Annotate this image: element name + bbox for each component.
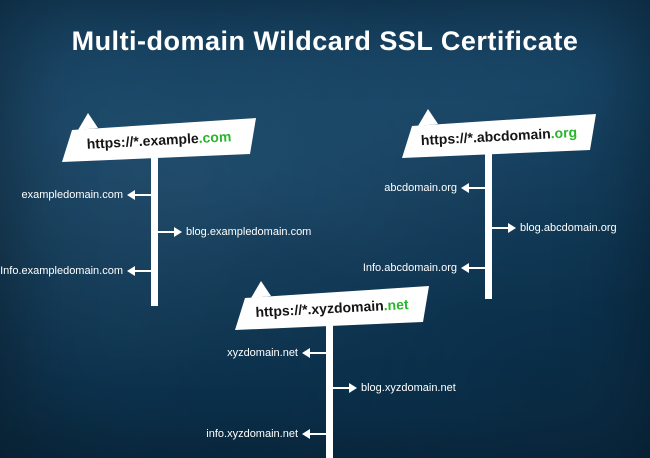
arrow-line bbox=[333, 387, 349, 389]
arrow bbox=[127, 266, 151, 276]
subdomain-item: exampledomain.com bbox=[18, 189, 151, 201]
subdomain-label: abcdomain.org bbox=[384, 182, 457, 194]
arrowhead-left-icon bbox=[461, 263, 469, 273]
subdomain-label: blog.abcdomain.org bbox=[520, 222, 617, 234]
arrowhead-left-icon bbox=[127, 266, 135, 276]
arrow bbox=[461, 263, 485, 273]
ribbon-banner-icon bbox=[235, 281, 429, 330]
signpost-abcdomain-org: abcdomain.org blog.abcdomain.org Info.ab… bbox=[358, 104, 650, 309]
subdomain-item: Info.exampledomain.com bbox=[0, 265, 151, 277]
arrow-line bbox=[135, 270, 151, 272]
subdomain-item: blog.xyzdomain.net bbox=[333, 382, 460, 394]
signpost-pole bbox=[485, 144, 492, 299]
arrow bbox=[158, 227, 182, 237]
signpost-pole bbox=[326, 316, 333, 458]
subdomain-label: info.xyzdomain.net bbox=[206, 428, 298, 440]
subdomain-item: xyzdomain.net bbox=[223, 347, 326, 359]
arrow bbox=[461, 183, 485, 193]
ribbon-banner-icon bbox=[402, 109, 596, 158]
signpost-banner: https://*.xyzdomain.net bbox=[233, 278, 431, 338]
arrow bbox=[492, 223, 516, 233]
arrow-line bbox=[492, 227, 508, 229]
subdomain-item: blog.abcdomain.org bbox=[492, 222, 621, 234]
arrow bbox=[127, 190, 151, 200]
subdomain-label: blog.xyzdomain.net bbox=[361, 382, 456, 394]
banner-tld: .com bbox=[198, 128, 232, 146]
arrowhead-left-icon bbox=[127, 190, 135, 200]
subdomain-item: blog.exampledomain.com bbox=[158, 226, 315, 238]
arrowhead-left-icon bbox=[302, 429, 310, 439]
arrow-line bbox=[310, 352, 326, 354]
ribbon-banner-icon bbox=[62, 113, 256, 162]
arrow-line bbox=[469, 187, 485, 189]
signpost-xyzdomain-net: xyzdomain.net blog.xyzdomain.net info.xy… bbox=[118, 276, 542, 458]
arrowhead-right-icon bbox=[508, 223, 516, 233]
subdomain-item: Info.abcdomain.org bbox=[359, 262, 485, 274]
banner-tld: .net bbox=[383, 296, 409, 314]
banner-domain: https://*.xyzdomain bbox=[255, 297, 385, 320]
subdomain-item: info.xyzdomain.net bbox=[202, 428, 326, 440]
subdomain-label: exampledomain.com bbox=[21, 189, 124, 201]
arrow bbox=[333, 383, 357, 393]
subdomain-label: blog.exampledomain.com bbox=[186, 226, 312, 238]
subdomain-label: Info.exampledomain.com bbox=[0, 265, 123, 277]
arrow bbox=[302, 348, 326, 358]
arrow-line bbox=[469, 267, 485, 269]
subdomain-label: xyzdomain.net bbox=[227, 347, 298, 359]
banner-domain: https://*.example bbox=[86, 129, 200, 152]
signpost-pole bbox=[151, 148, 158, 306]
arrow-line bbox=[310, 433, 326, 435]
subdomain-item: abcdomain.org bbox=[380, 182, 485, 194]
subdomain-label: Info.abcdomain.org bbox=[362, 262, 457, 274]
arrow bbox=[302, 429, 326, 439]
page-title: Multi-domain Wildcard SSL Certificate bbox=[71, 26, 579, 56]
arrow-line bbox=[158, 231, 174, 233]
signpost-banner: https://*.example.com bbox=[60, 110, 258, 170]
arrow-line bbox=[135, 194, 151, 196]
signpost-banner: https://*.abcdomain.org bbox=[400, 106, 598, 166]
arrowhead-left-icon bbox=[461, 183, 469, 193]
banner-domain: https://*.abcdomain bbox=[420, 125, 552, 149]
arrowhead-left-icon bbox=[302, 348, 310, 358]
signpost-example-com: exampledomain.com blog.exampledomain.com… bbox=[0, 108, 330, 313]
arrowhead-right-icon bbox=[174, 227, 182, 237]
banner-tld: .org bbox=[550, 123, 578, 142]
arrowhead-right-icon bbox=[349, 383, 357, 393]
